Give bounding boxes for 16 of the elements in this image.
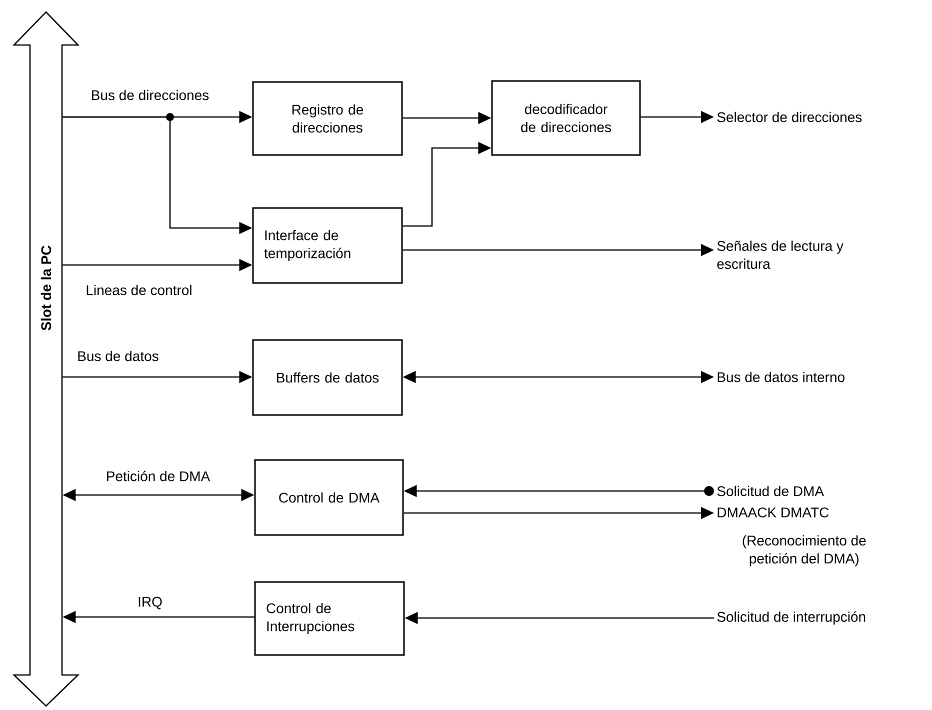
- process-box: Interface de temporización: [252, 207, 403, 284]
- signal-label: DMAACK DMATC (Reconocimiento de petición del DMA): [718, 507, 866, 566]
- signal-label: Bus de datos interno: [718, 372, 844, 382]
- edge-label: IRQ: [136, 596, 164, 610]
- process-box: Control de Interrupciones: [254, 581, 405, 656]
- signal-label: Solicitud de DMA: [717, 486, 824, 496]
- signal-label: Selector de direcciones: [717, 112, 862, 122]
- signal-label: Solicitud de interrupción: [717, 611, 866, 625]
- edge-label: Bus de direcciones: [90, 88, 210, 102]
- process-box: Buffers de datos: [252, 339, 403, 416]
- process-box: Control de DMA: [254, 459, 404, 536]
- edge-label: Lineas de control: [84, 284, 194, 296]
- process-box: decodificador de direcciones: [491, 80, 641, 156]
- edge-label: Petición de DMA: [104, 470, 212, 482]
- signal-label: Señales de lectura y escritura: [717, 240, 844, 269]
- process-box: Registro de direcciones: [252, 81, 403, 156]
